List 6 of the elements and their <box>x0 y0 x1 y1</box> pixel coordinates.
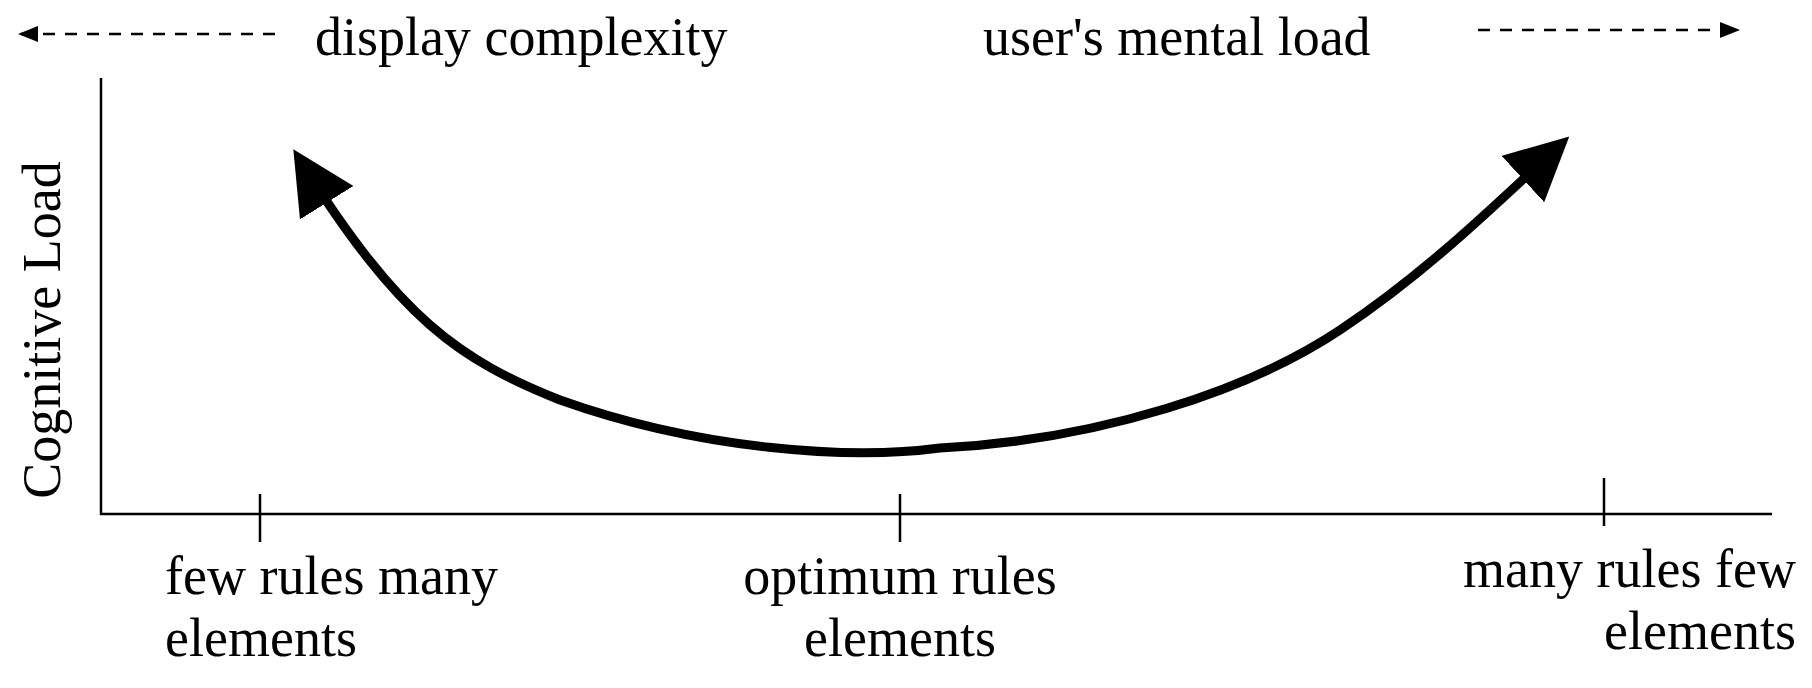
tick-label: many rules few elements <box>1462 538 1796 662</box>
axis-title: Cognitive Load <box>11 161 73 499</box>
axis-label: display complexity <box>315 6 728 68</box>
tick-label: few rules many elements <box>165 545 499 669</box>
axis-label: user's mental load <box>983 6 1371 68</box>
tick-label: optimum rules elements <box>742 545 1058 669</box>
